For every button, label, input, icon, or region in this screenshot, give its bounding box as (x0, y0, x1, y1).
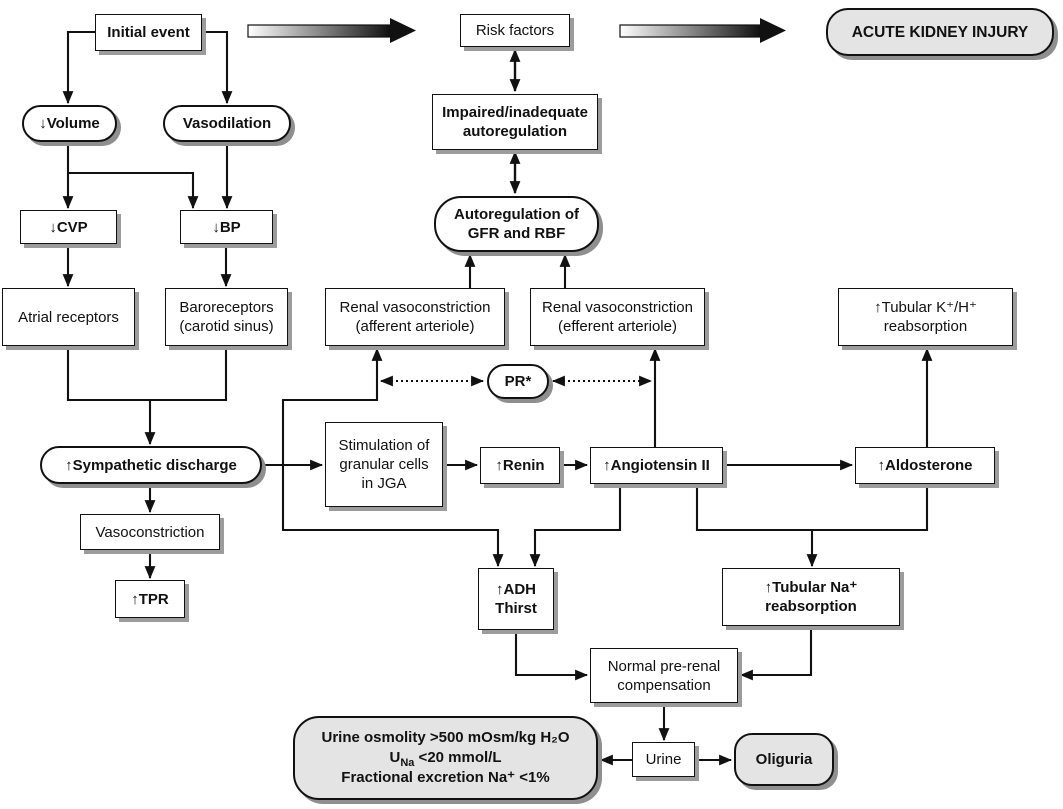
node-label: compensation (617, 676, 711, 694)
node-label: ↓CVP (49, 218, 88, 236)
node-label: granular cells (339, 456, 429, 473)
connector-initial-to-vasodilation (202, 30, 233, 105)
node-label: UNa <20 mmol/L (389, 749, 502, 769)
node-cvp: ↓CVP (20, 210, 117, 244)
node-label: Oliguria (755, 751, 813, 768)
node-label: (afferent arteriole) (355, 318, 475, 335)
node-label: Risk factors (475, 22, 555, 39)
node-label: reabsorption (883, 318, 968, 335)
node-initial-event: Initial event (95, 14, 202, 51)
node-label: Autoregulation of (454, 206, 579, 223)
node-vasodilation: Vasodilation (163, 105, 291, 142)
gradient-arrow-icon (247, 18, 416, 43)
node-vasoconstriction: Vasoconstriction (80, 514, 220, 550)
node-label: ↑Angiotensin II (603, 457, 710, 474)
node-angiotensin-ii: ↑Angiotensin II (590, 447, 723, 484)
node-bp: ↓BP (180, 210, 273, 244)
node-label: ↑Sympathetic discharge (65, 456, 237, 474)
node-label: Urine osmolity >500 mOsm/kg H₂O (321, 729, 570, 746)
node-label: Atrial receptors (18, 308, 119, 326)
node-impaired-autoregulation: Impaired/inadequate autoregulation (432, 94, 598, 150)
connector-sympathetic-to-afferent (281, 347, 383, 465)
node-aldosterone: ↑Aldosterone (855, 447, 995, 484)
node-urine-criteria: Urine osmolity >500 mOsm/kg H₂O UNa <20 … (293, 716, 598, 800)
connector-adh-to-compensation (514, 630, 589, 681)
node-label: ↑Tubular Na⁺ (764, 579, 858, 596)
connector-angiotensin-to-adh (529, 484, 622, 568)
node-label: Vasodilation (182, 115, 272, 132)
node-label: Baroreceptors (179, 299, 274, 316)
node-label: ↓Volume (39, 115, 100, 132)
connector-receptors-merge (66, 346, 228, 402)
node-renal-vasoconstriction-afferent: Renal vasoconstriction (afferent arterio… (325, 288, 505, 346)
node-label: ↑Renin (495, 457, 545, 474)
node-label: (carotid sinus) (179, 318, 274, 335)
node-label: (efferent arteriole) (558, 318, 677, 335)
node-tubular-na-reabsorption: ↑Tubular Na⁺ reabsorption (722, 568, 900, 626)
node-label: ↑ADH (496, 581, 536, 598)
node-sympathetic-discharge: ↑Sympathetic discharge (40, 446, 262, 484)
node-label: ↓BP (212, 218, 241, 236)
connector-volume-to-bp (68, 171, 199, 210)
node-label: Renal vasoconstriction (339, 299, 491, 316)
node-tubular-kh-reabsorption: ↑Tubular K⁺/H⁺ reabsorption (838, 288, 1013, 346)
node-label: Vasoconstriction (95, 523, 205, 541)
node-label: Thirst (495, 600, 537, 617)
node-compensation: Normal pre-renal compensation (590, 648, 738, 703)
node-urine: Urine (632, 742, 695, 777)
node-pr: PR* (487, 364, 549, 399)
node-baroreceptors: Baroreceptors (carotid sinus) (165, 288, 288, 346)
node-label: Impaired/inadequate (442, 104, 588, 121)
node-risk-factors: Risk factors (460, 14, 570, 47)
node-label: ↑Tubular K⁺/H⁺ (874, 299, 977, 316)
node-label: Stimulation of (338, 437, 430, 454)
node-label: Initial event (107, 24, 190, 41)
node-label: Urine (645, 751, 682, 768)
node-label: Normal pre-renal (607, 657, 721, 675)
node-renin: ↑Renin (480, 447, 560, 484)
node-autoregulation-gfr-rbf: Autoregulation of GFR and RBF (434, 196, 599, 252)
connector-tubular-na-to-compensation (739, 626, 813, 681)
node-adh-thirst: ↑ADH Thirst (478, 568, 554, 630)
node-label: Renal vasoconstriction (542, 299, 693, 316)
node-label: in JGA (361, 475, 407, 492)
connector-sympathetic-to-adh (281, 465, 504, 568)
connector-initial-to-volume (62, 30, 95, 105)
node-label: ACUTE KIDNEY INJURY (851, 23, 1029, 41)
node-label: Fractional excretion Na⁺ <1% (341, 769, 550, 786)
gradient-arrow-icon (619, 18, 786, 43)
subscript-na: Na (400, 757, 415, 769)
node-label: autoregulation (462, 123, 568, 140)
node-label: ↑TPR (131, 590, 169, 608)
node-volume: ↓Volume (22, 105, 117, 142)
node-oliguria: Oliguria (734, 733, 834, 786)
node-jga: Stimulation of granular cells in JGA (325, 422, 443, 507)
node-label: reabsorption (765, 598, 857, 615)
node-label: GFR and RBF (467, 225, 566, 242)
node-label: PR* (504, 373, 532, 390)
node-tpr: ↑TPR (115, 580, 185, 618)
connector-angiotensin-aldosterone-join (695, 484, 929, 532)
node-acute-kidney-injury: ACUTE KIDNEY INJURY (826, 8, 1054, 56)
node-renal-vasoconstriction-efferent: Renal vasoconstriction (efferent arterio… (530, 288, 705, 346)
solid-connectors (62, 30, 933, 766)
node-label: ↑Aldosterone (877, 457, 973, 474)
node-atrial-receptors: Atrial receptors (2, 288, 135, 346)
